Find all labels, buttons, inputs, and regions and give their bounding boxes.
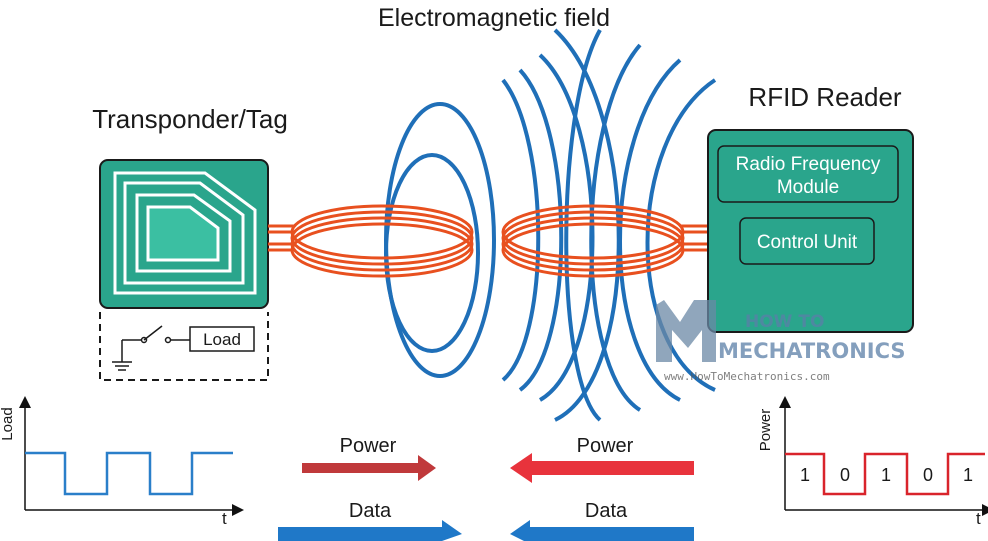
power-signal-wave [785,452,985,496]
rf-module-label-1: Radio Frequency [736,154,881,175]
data-arrow-right [278,520,462,541]
power-axis-label: Power [757,409,774,452]
load-signal-wave [25,451,233,496]
power-left-label: Power [340,435,397,457]
load-signal-graph: Load t [0,396,244,528]
load-label: Load [203,330,241,349]
power-arrow-right [302,455,436,481]
control-unit-label: Control Unit [757,232,858,253]
left-t-label: t [222,509,227,528]
watermark-line2: MECHATRONICS [718,339,906,363]
load-circuit: Load [99,312,269,381]
watermark-url: www.HowToMechatronics.com [664,370,830,383]
data-right-label: Data [585,500,628,522]
data-arrow-left [510,520,694,541]
power-right-label: Power [577,435,634,457]
watermark-line1: HOW TO [745,312,824,332]
power-arrow-left [510,453,694,483]
load-axis-label: Load [0,407,16,440]
reader-label: RFID Reader [748,82,901,112]
right-t-label: t [976,509,981,528]
watermark: HOW TO MECHATRONICS www.HowToMechatronic… [656,300,906,383]
power-signal-graph: Power t 1 0 1 0 1 [757,396,988,528]
data-left-label: Data [349,500,392,522]
reader-coil [501,204,710,278]
load-box [189,326,255,352]
control-unit-box [739,217,875,265]
rfid-reader: Radio Frequency Module Control Unit [707,129,914,333]
rf-module-box [717,145,899,203]
tag-label: Transponder/Tag [92,104,288,134]
bit-3: 1 [881,465,891,485]
bit-4: 0 [923,465,933,485]
em-field-lines [384,28,717,422]
bit-1: 1 [800,465,810,485]
em-field-label: Electromagnetic field [378,4,610,32]
rf-module-label-2: Module [777,177,839,198]
tag-antenna-icon [113,171,257,295]
bit-5: 1 [963,465,973,485]
tag-coil [268,204,474,278]
arrows: Power Power Data Data [278,435,694,541]
transponder-tag [99,159,269,309]
bit-2: 0 [840,465,850,485]
